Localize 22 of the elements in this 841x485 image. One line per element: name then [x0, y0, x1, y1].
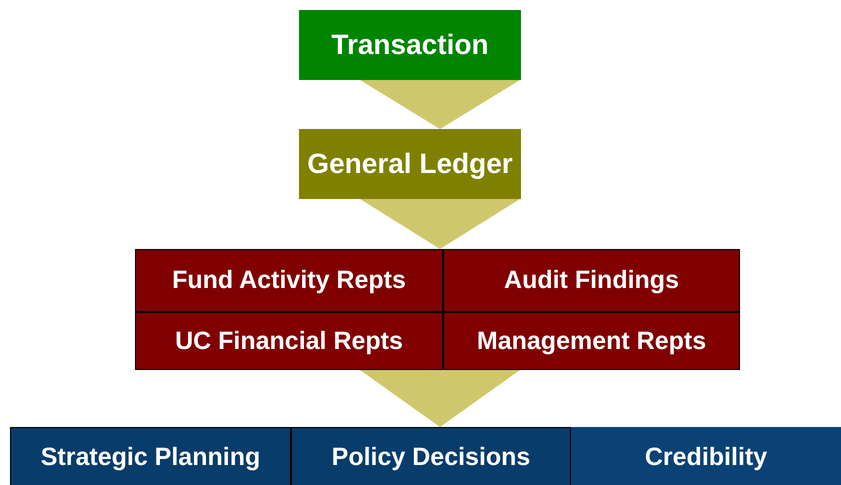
node-label: Strategic Planning	[40, 442, 260, 472]
node-label: UC Financial Repts	[175, 326, 403, 356]
chevron-arrow	[360, 80, 520, 129]
node-label: Policy Decisions	[332, 442, 530, 472]
report-cell	[443, 312, 740, 370]
outcome-box	[10, 427, 291, 485]
chevron-arrow	[360, 199, 520, 249]
report-cell	[443, 249, 740, 312]
report-cell	[135, 249, 443, 312]
report-cell	[135, 312, 443, 370]
node-label: Credibility	[644, 442, 768, 472]
process-box	[299, 10, 521, 80]
outcome-box	[571, 427, 841, 485]
process-box	[299, 129, 521, 199]
outcome-box	[291, 427, 571, 485]
node-label: Transaction	[331, 29, 489, 61]
node-label: General Ledger	[307, 148, 513, 180]
chevron-arrow	[360, 370, 520, 427]
node-label: Audit Findings	[504, 266, 679, 295]
node-label: Fund Activity Repts	[172, 266, 406, 295]
report-table	[135, 249, 740, 370]
node-label: Management Repts	[476, 326, 706, 356]
